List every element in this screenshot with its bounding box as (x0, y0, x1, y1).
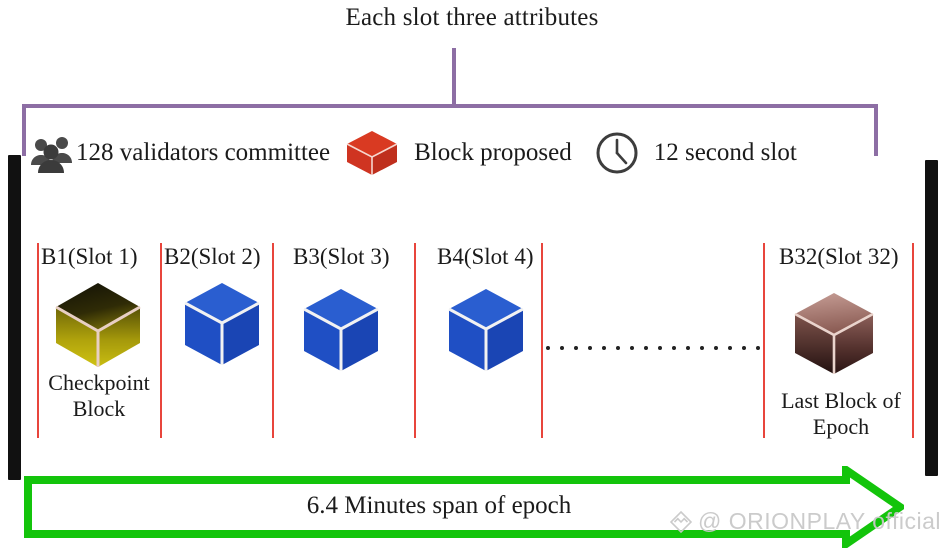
ellipsis-dot (686, 346, 690, 350)
legend-row: 128 validators committee Block proposed (28, 122, 888, 184)
slot-label-b3: B3(Slot 3) (293, 244, 390, 269)
blue-cube-b3 (299, 285, 383, 382)
ellipsis-dot (756, 346, 760, 350)
red-cube-icon (344, 128, 400, 178)
legend-label-slot-time: 12 second slot (653, 139, 797, 166)
slot-sub-b32: Last Block of Epoch (781, 388, 901, 439)
slot-divider-6 (763, 243, 765, 438)
slot-label-b32: B32(Slot 32) (779, 244, 899, 269)
slot-sub-b1: Checkpoint Block (48, 370, 150, 421)
ellipsis-dot (560, 346, 564, 350)
ellipsis-dot (644, 346, 648, 350)
page-title: Each slot three attributes (345, 4, 599, 31)
ellipsis-dot (630, 346, 634, 350)
bracket-stem (452, 48, 456, 106)
people-icon (28, 133, 76, 173)
bracket-right-tick (874, 104, 878, 156)
slot-label-b2: B2(Slot 2) (164, 244, 261, 269)
ellipsis-dot (616, 346, 620, 350)
maroon-cube (788, 288, 880, 385)
ellipsis-dot (714, 346, 718, 350)
ellipsis-dot (700, 346, 704, 350)
ellipsis-dot (546, 346, 550, 350)
ellipsis-dot (588, 346, 592, 350)
legend-item-block-proposed: Block proposed (344, 128, 572, 178)
slot-divider-3 (272, 243, 274, 438)
ellipsis-dot (672, 346, 676, 350)
slot-divider-4 (414, 243, 416, 438)
ellipsis-dot (658, 346, 662, 350)
slot-divider-5 (541, 243, 543, 438)
gold-cube (50, 277, 146, 378)
slot-label-b4: B4(Slot 4) (437, 244, 534, 269)
ellipsis-dot (602, 346, 606, 350)
legend-label-block-proposed: Block proposed (414, 139, 572, 166)
epoch-span-arrow (24, 462, 908, 552)
blue-cube-b4 (444, 285, 528, 382)
legend-item-slot-time: 12 second slot (594, 130, 797, 176)
blue-cube-b2 (180, 279, 264, 376)
clock-icon (594, 130, 640, 176)
ellipsis-dot (742, 346, 746, 350)
epoch-start-bar (8, 155, 21, 480)
ellipsis-dot (574, 346, 578, 350)
slot-label-b1: B1(Slot 1) (41, 244, 138, 269)
legend-item-validators: 128 validators committee (28, 133, 330, 173)
epoch-end-bar (925, 160, 938, 476)
ellipsis-dots (546, 344, 760, 352)
bracket-top-rail (22, 104, 878, 108)
legend-label-validators: 128 validators committee (76, 139, 331, 166)
epoch-span-label: 6.4 Minutes span of epoch (306, 492, 572, 519)
slot-divider-1 (37, 243, 39, 438)
bracket-left-tick (22, 104, 26, 156)
slot-divider-7 (912, 243, 914, 438)
slot-divider-2 (160, 243, 162, 438)
ellipsis-dot (728, 346, 732, 350)
